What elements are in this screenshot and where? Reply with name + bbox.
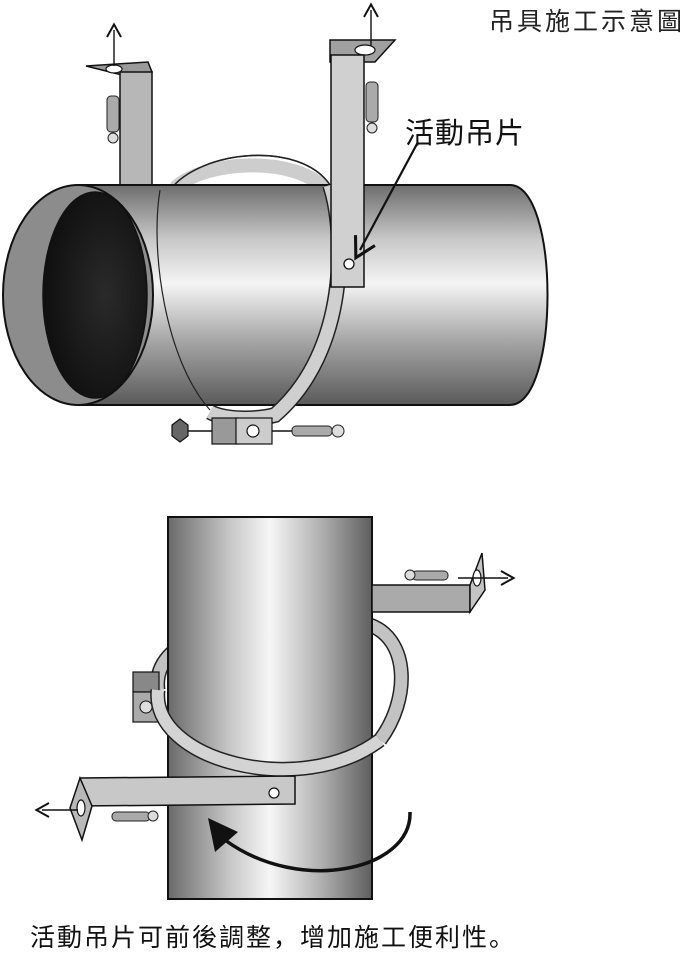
hanger-label: 活動吊片: [405, 116, 526, 150]
vertical-pipe: [167, 516, 373, 900]
right-wall-bracket: [371, 552, 516, 615]
bottom-bolt-assembly: [171, 417, 345, 445]
label-pointer: [353, 141, 419, 261]
horizontal-pipe: [2, 184, 549, 406]
diagram-title: 吊具施工示意圖: [488, 7, 685, 36]
left-hanger-bracket: [85, 22, 154, 188]
left-movable-bracket: [34, 775, 296, 843]
diagram-caption: 活動吊片可前後調整，增加施工便利性。: [30, 923, 517, 952]
rotation-arrow: [223, 811, 412, 873]
